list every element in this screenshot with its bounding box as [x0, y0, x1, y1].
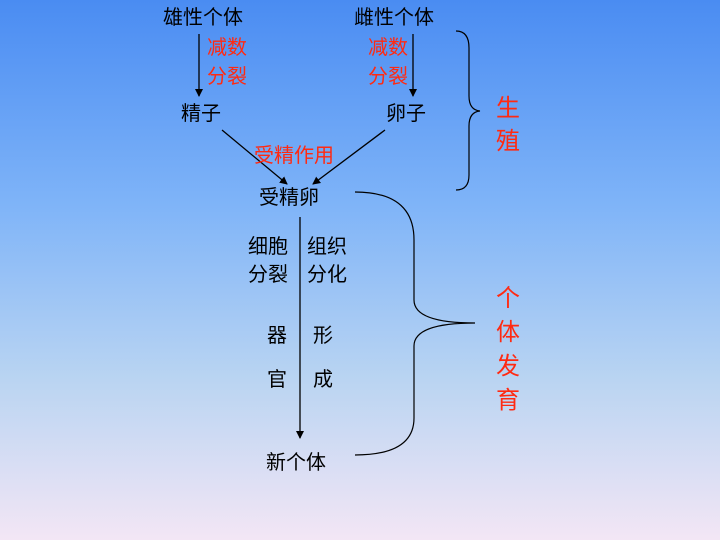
development-char-3: 发: [496, 352, 520, 380]
fertilization-label: 受精作用: [254, 143, 334, 167]
organ-char-1: 器: [267, 323, 287, 347]
development-char-2: 体: [496, 318, 520, 346]
cell-division-line1: 细胞: [248, 234, 288, 258]
arrow-egg-to-zygote: [312, 129, 386, 185]
arrow-sperm-to-zygote: [221, 129, 288, 185]
meiosis-right-line1: 减数: [368, 35, 408, 59]
reproduction-brace: [455, 30, 481, 191]
egg-label: 卵子: [386, 101, 426, 125]
organ-char-2: 官: [267, 367, 287, 391]
zygote-label: 受精卵: [259, 185, 319, 209]
development-char-1: 个: [496, 284, 520, 312]
meiosis-left-line2: 分裂: [207, 64, 247, 88]
formation-char-1: 形: [313, 323, 333, 347]
development-brace: [354, 191, 476, 456]
reproduction-char-1: 生: [496, 94, 520, 122]
meiosis-left-line1: 减数: [207, 35, 247, 59]
new-individual-label: 新个体: [266, 450, 326, 474]
development-char-4: 育: [496, 386, 520, 414]
female-individual-label: 雌性个体: [354, 5, 434, 29]
meiosis-right-line2: 分裂: [368, 64, 408, 88]
sperm-label: 精子: [181, 101, 221, 125]
male-individual-label: 雄性个体: [163, 5, 243, 29]
tissue-differentiation-line2: 分化: [307, 262, 347, 286]
reproduction-char-2: 殖: [496, 127, 520, 155]
formation-char-2: 成: [313, 367, 333, 391]
tissue-differentiation-line1: 组织: [307, 234, 347, 258]
cell-division-line2: 分裂: [248, 262, 288, 286]
